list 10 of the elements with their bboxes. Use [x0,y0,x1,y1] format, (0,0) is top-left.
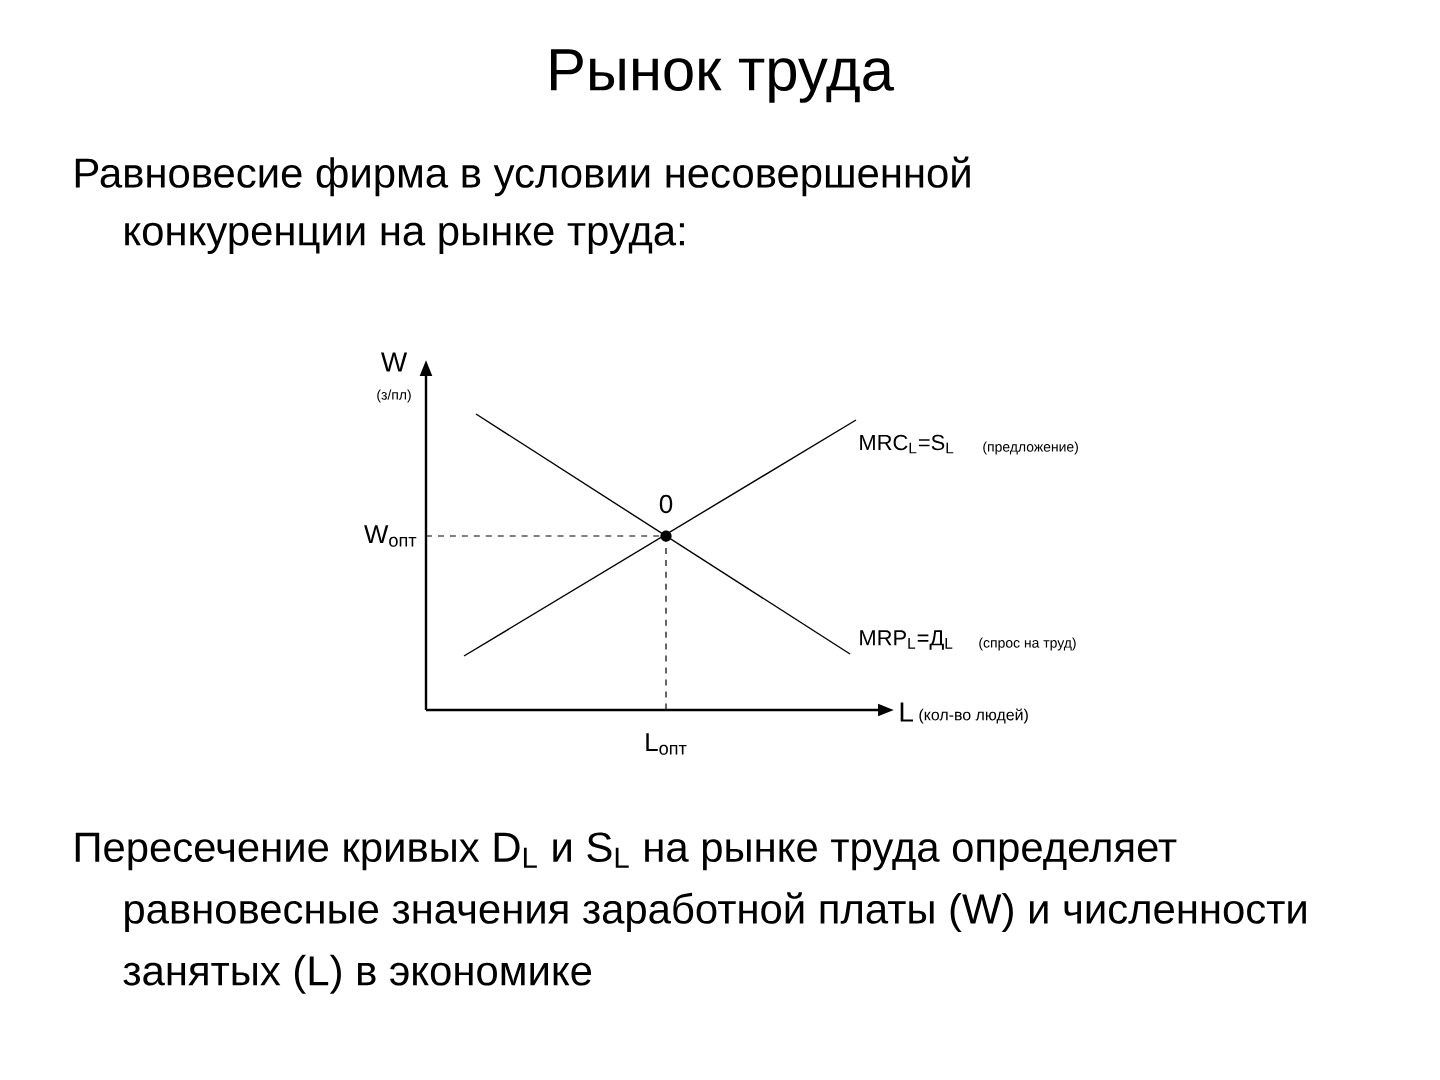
conclusion-text: Пересечение кривых D$_{L}$ и S$_{L}$ на рынке труда определяет равновесные значения заработной платы (W) и численности занятых (L) в экономике [75,832,1306,994]
axis-label: L [900,702,913,722]
point-label: 0 [659,494,673,514]
title: Рынок труда [551,49,894,103]
curve-label: MRP$_{L}$=Д$_{L}$ [860,630,953,650]
intro-text: Равновесие фирма в условии несовершенной конкуренции на рынке труда: [75,156,970,254]
axis-value: W$_{опт}$ [364,525,417,547]
axis-label: W [380,352,408,372]
curve-label: MRC$_{L}$=S$_{L}$ [860,434,954,454]
axis-value: L$_{опт}$ [646,733,687,755]
